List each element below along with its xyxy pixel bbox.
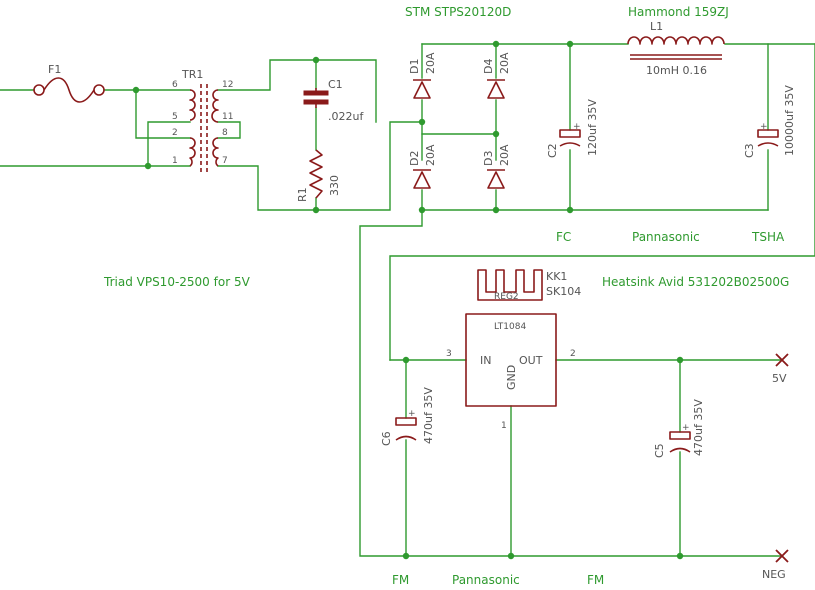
- diode-d4-name: D4: [482, 59, 495, 74]
- junctions: [132, 40, 684, 560]
- capacitor-c2: + C2 120uf 35V: [546, 99, 599, 158]
- tr1-pin-7: 7: [222, 156, 228, 166]
- regulator-gnd-label: GND: [505, 365, 518, 390]
- c5-plus-sign: +: [682, 423, 690, 433]
- resistor-r1-value: 330: [328, 175, 341, 196]
- tr1-pin-12: 12: [222, 80, 233, 90]
- capacitor-c1-name: C1: [328, 78, 343, 91]
- resistor-r1: R1 330: [296, 149, 341, 202]
- note-fm-right: FM: [587, 573, 604, 587]
- note-heatsink-part: Heatsink Avid 531202B02500G: [602, 275, 789, 289]
- tr1-pin-11: 11: [222, 112, 233, 122]
- heatsink-kk1-inner: REG2: [494, 292, 519, 302]
- terminal-5v[interactable]: 5V: [772, 353, 789, 385]
- capacitor-c5-name: C5: [653, 443, 666, 458]
- tr1-pin-2: 2: [172, 128, 178, 138]
- regulator-lt1084: LT1084 IN OUT GND 3 2 1: [446, 313, 576, 431]
- diode-d3-name: D3: [482, 151, 495, 166]
- diode-d1-name: D1: [408, 59, 421, 74]
- notes: STM STPS20120D Hammond 159ZJ Triad VPS10…: [103, 5, 789, 587]
- regulator-name: LT1084: [494, 322, 526, 332]
- resistor-r1-name: R1: [296, 187, 309, 202]
- tr1-pin-5: 5: [172, 112, 178, 122]
- capacitor-c6-value: 470uf 35V: [422, 387, 435, 444]
- diode-d3: D3 20A: [482, 144, 511, 189]
- note-inductor-part: Hammond 159ZJ: [628, 5, 729, 19]
- regulator-out-label: OUT: [519, 354, 543, 367]
- terminal-5v-label: 5V: [772, 372, 787, 385]
- c2-plus-sign: +: [573, 122, 581, 132]
- diode-d2-name: D2: [408, 151, 421, 166]
- terminal-neg-label: NEG: [762, 568, 786, 581]
- diode-d1: D1 20A: [408, 52, 437, 99]
- capacitor-c5-value: 470uf 35V: [692, 399, 705, 456]
- note-fm-left: FM: [392, 573, 409, 587]
- regulator-pin-gnd: 1: [501, 421, 507, 431]
- inductor-l1-value: 10mH 0.16: [646, 64, 707, 77]
- capacitor-c6-name: C6: [380, 431, 393, 446]
- tr1-pin-6: 6: [172, 80, 178, 90]
- c3-plus-sign: +: [760, 122, 768, 132]
- transformer-tr1-name: TR1: [181, 68, 203, 81]
- note-c3-maker: TSHA: [751, 230, 785, 244]
- heatsink-kk1: REG2 KK1 SK104: [477, 269, 581, 302]
- diode-d4-value: 20A: [498, 52, 511, 74]
- regulator-pin-in: 3: [446, 349, 452, 359]
- diode-d3-value: 20A: [498, 144, 511, 166]
- terminal-neg[interactable]: NEG: [762, 549, 789, 581]
- regulator-pin-out: 2: [570, 349, 576, 359]
- tr1-pin-1: 1: [172, 156, 178, 166]
- transformer-tr1: TR1 6 12 5 11 2 8 1 7: [172, 68, 233, 172]
- note-c3-brand: Pannasonic: [632, 230, 700, 244]
- wires: [0, 43, 815, 557]
- c6-plus-sign: +: [408, 409, 416, 419]
- diode-d2-value: 20A: [424, 144, 437, 166]
- capacitor-c3-name: C3: [743, 143, 756, 158]
- note-panasonic-bottom: Pannasonic: [452, 573, 520, 587]
- note-transformer-part: Triad VPS10-2500 for 5V: [103, 275, 251, 289]
- fuse-f1: F1: [33, 63, 105, 103]
- capacitor-c2-name: C2: [546, 143, 559, 158]
- capacitor-c3: + C3 10000uf 35V: [743, 85, 796, 158]
- inductor-l1-name: L1: [650, 20, 663, 33]
- capacitor-c3-value: 10000uf 35V: [783, 85, 796, 156]
- diode-d4: D4 20A: [482, 52, 511, 99]
- heatsink-kk1-value: SK104: [546, 285, 581, 298]
- fuse-f1-name: F1: [48, 63, 61, 76]
- diode-d2: D2 20A: [408, 144, 437, 189]
- capacitor-c5: + C5 470uf 35V: [653, 399, 705, 458]
- capacitor-c1-value: .022uf: [328, 110, 364, 123]
- note-diode-part: STM STPS20120D: [405, 5, 511, 19]
- capacitor-c2-value: 120uf 35V: [586, 99, 599, 156]
- regulator-in-label: IN: [480, 354, 491, 367]
- diode-d1-value: 20A: [424, 52, 437, 74]
- capacitor-c1: C1 .022uf: [303, 78, 364, 123]
- heatsink-kk1-name: KK1: [546, 270, 567, 283]
- tr1-pin-8: 8: [222, 128, 228, 138]
- inductor-l1: L1 10mH 0.16: [627, 20, 725, 77]
- capacitor-c6: + C6 470uf 35V: [380, 387, 435, 446]
- note-c2-maker: FC: [556, 230, 571, 244]
